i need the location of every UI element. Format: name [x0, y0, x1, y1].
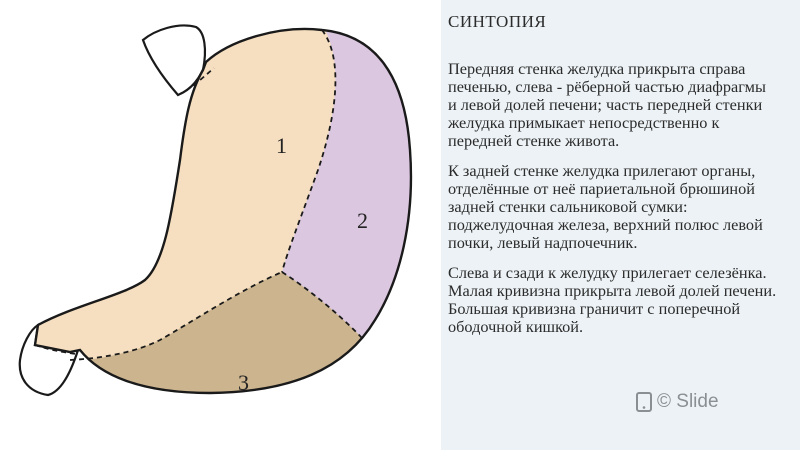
region-label-3: 3	[238, 370, 249, 395]
region-2	[282, 29, 411, 340]
stomach-diagram: 1 2 3	[18, 24, 413, 397]
paragraph-spleen: Слева и сзади к желудку прилегает селезё…	[448, 263, 777, 336]
slide-title: СИНТОПИЯ	[448, 12, 547, 31]
watermark: © Slide	[636, 391, 719, 413]
boundary-1-3	[69, 271, 283, 361]
boundary-2-3	[281, 271, 363, 339]
boundary-1-2	[281, 29, 337, 273]
watermark-text: © Slide	[657, 391, 719, 412]
region-label-1: 1	[276, 133, 287, 158]
text-panel: СИНТОПИЯ Передняя стенка желудка прикрыт…	[441, 0, 800, 450]
paragraph-front-wall: Передняя стенка желудка прикрыта справа …	[448, 59, 766, 150]
paragraph-back-wall: К задней стенке желудка прилегают органы…	[448, 161, 763, 252]
region-label-2: 2	[357, 208, 368, 233]
tablet-icon	[636, 392, 652, 412]
region-3	[35, 272, 411, 393]
